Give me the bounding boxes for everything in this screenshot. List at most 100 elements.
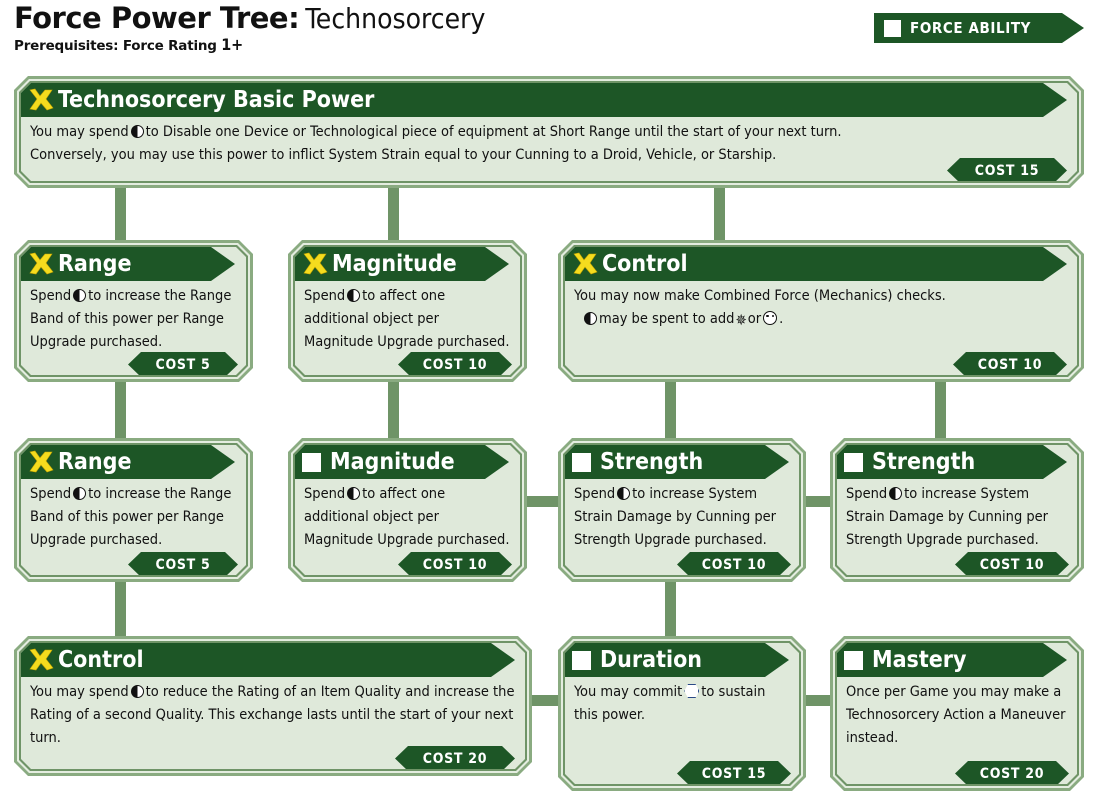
- control2-line2-c: .: [779, 310, 784, 327]
- cost-label: COST 10: [977, 356, 1043, 373]
- cost-label: COST 15: [974, 162, 1040, 179]
- yellow-x-icon: [302, 252, 328, 276]
- cost-badge: COST 10: [953, 352, 1067, 375]
- node-mastery-row4[interactable]: Mastery Once per Game you may make a Tec…: [830, 636, 1084, 791]
- node-header-bg: [21, 643, 491, 677]
- range2-text-a: Spend: [30, 288, 72, 304]
- node-header-bg: [295, 247, 485, 281]
- prerequisites: Prerequisites: Force Rating 1+: [14, 35, 1084, 54]
- node-header: Control: [565, 247, 1077, 281]
- yellow-x-icon: [572, 252, 598, 276]
- force-pip-icon: [584, 312, 597, 325]
- title-subject: Technosorcery: [305, 2, 486, 35]
- node-header-arrow: [1043, 247, 1067, 281]
- basic-line2: Conversely, you may use this power to in…: [30, 146, 777, 163]
- force-pip-icon: [617, 487, 630, 500]
- node-title: Range: [58, 448, 132, 475]
- cost-label: COST 10: [422, 556, 488, 573]
- connector-control2-to-strength3a: [665, 382, 676, 438]
- yellow-x-icon: [28, 648, 54, 672]
- prerequisites-value: 1+: [221, 35, 243, 54]
- cost-label: COST 20: [979, 765, 1045, 782]
- cost-badge: COST 10: [677, 552, 791, 575]
- node-control-row2[interactable]: Control You may now make Combined Force …: [558, 240, 1084, 382]
- connector-basic-to-control2: [714, 185, 725, 240]
- cost-label: COST 20: [422, 750, 488, 767]
- node-header-arrow: [1043, 83, 1067, 117]
- node-header-arrow: [765, 445, 789, 479]
- magnitude2-text-a: Spend: [304, 288, 346, 304]
- strength3b-text-a: Spend: [846, 486, 888, 502]
- cost-badge: COST 10: [398, 352, 512, 375]
- legend-label: FORCE ABILITY: [910, 19, 1032, 37]
- cost-label: COST 5: [155, 356, 211, 373]
- node-header: Mastery: [837, 643, 1077, 677]
- connector-magnitude3-to-strength3a: [521, 496, 567, 507]
- connector-basic-to-magnitude2: [388, 185, 399, 240]
- node-header: Strength: [565, 445, 799, 479]
- white-square-icon: [844, 453, 863, 472]
- white-square-icon: [844, 651, 863, 670]
- cost-badge: COST 20: [955, 761, 1069, 784]
- cost-badge: COST 15: [947, 158, 1067, 181]
- title-main: Force Power Tree:: [14, 1, 300, 35]
- page-title: Force Power Tree:Technosorcery: [14, 4, 1084, 33]
- node-header: Duration: [565, 643, 799, 677]
- node-header-bg: [565, 643, 765, 677]
- connector-range3-to-control4: [115, 582, 126, 636]
- node-header-arrow: [1043, 643, 1067, 677]
- force-pip-icon: [889, 487, 902, 500]
- node-header-arrow: [211, 247, 235, 281]
- cost-label: COST 10: [979, 556, 1045, 573]
- node-header-arrow: [765, 643, 789, 677]
- force-pip-icon: [131, 685, 144, 698]
- yellow-x-icon: [28, 88, 54, 112]
- node-title: Duration: [600, 646, 703, 673]
- force-pip-icon: [73, 289, 86, 302]
- node-header: Range: [21, 445, 246, 479]
- force-die-hex-icon: [684, 684, 699, 698]
- strength3a-text-a: Spend: [574, 486, 616, 502]
- magnitude3-text-b: to affect one additional object per Magn…: [304, 486, 510, 548]
- node-header-arrow: [485, 247, 509, 281]
- duration4-text-b: to sustain this power.: [574, 684, 766, 723]
- connector-control4-to-duration4: [525, 695, 567, 706]
- cost-badge: COST 10: [955, 552, 1069, 575]
- triumph-icon: [763, 311, 777, 325]
- node-header: Range: [21, 247, 246, 281]
- node-header-arrow: [485, 445, 509, 479]
- white-square-icon: [302, 453, 321, 472]
- node-header: Control: [21, 643, 525, 677]
- yellow-x-icon: [28, 252, 54, 276]
- mastery4-text: Once per Game you may make a Technosorce…: [846, 684, 1066, 746]
- basic-line1-b: to Disable one Device or Technological p…: [145, 124, 842, 140]
- cost-label: COST 15: [701, 765, 767, 782]
- prerequisites-label: Prerequisites: Force Rating: [14, 38, 217, 54]
- range2-text-b: to increase the Range Band of this power…: [30, 288, 232, 350]
- node-header-bg: [295, 445, 485, 479]
- force-pip-icon: [73, 487, 86, 500]
- white-square-icon: [572, 453, 591, 472]
- node-header-bg: [21, 445, 211, 479]
- magnitude2-text-b: to affect one additional object per Magn…: [304, 288, 510, 350]
- cost-badge: COST 15: [677, 761, 791, 784]
